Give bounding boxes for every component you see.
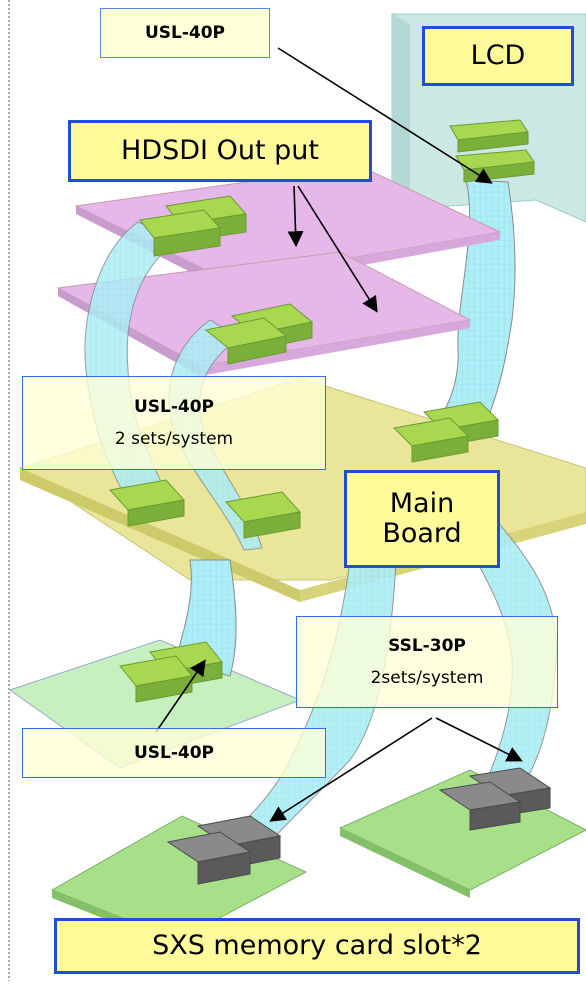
ssl-title: SSL-30P <box>388 636 466 656</box>
sxs-label: SXS memory card slot*2 <box>54 918 580 974</box>
usl-mid-title: USL-40P <box>133 397 215 417</box>
gray-connectors <box>166 767 552 885</box>
main-board-line2: Board <box>382 518 462 549</box>
main-board-line1: Main <box>389 488 455 520</box>
lcd-text: LCD <box>470 40 526 72</box>
ssl-label: SSL-30P 2sets/system <box>296 616 558 708</box>
usl-bottom-text: USL-40P <box>133 743 215 763</box>
ssl-sub: 2sets/system <box>370 668 484 688</box>
main-board-label: Main Board <box>344 470 500 568</box>
usl-mid-label: USL-40P 2 sets/system <box>22 376 326 470</box>
lcd-label: LCD <box>422 26 574 86</box>
usl-bottom-label: USL-40P <box>22 728 326 778</box>
arrows <box>155 47 523 822</box>
sxs-text: SXS memory card slot*2 <box>152 930 482 962</box>
usl-top-text: USL-40P <box>144 23 226 43</box>
usl-mid-sub: 2 sets/system <box>114 429 234 449</box>
usl-top-label: USL-40P <box>100 8 270 58</box>
hdsdi-text: HDSDI Out put <box>121 135 319 167</box>
hdsdi-label: HDSDI Out put <box>68 120 372 182</box>
